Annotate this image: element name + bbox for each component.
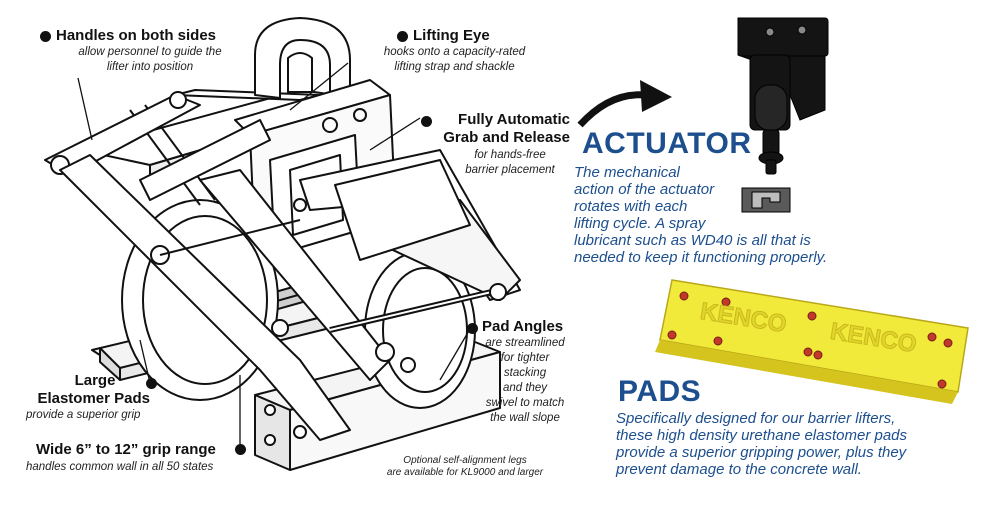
arm-left xyxy=(59,154,351,441)
handles-title: Handles on both sides xyxy=(56,27,217,44)
pad-angles-desc: are streamlined for tighter stacking and… xyxy=(470,336,580,426)
pads-line: prevent damage to the concrete wall. xyxy=(616,461,862,478)
pad-angles-title: Pad Angles xyxy=(482,318,564,335)
actuator-heading: ACTUATOR xyxy=(582,127,752,160)
pads-line: Specifically designed for our barrier li… xyxy=(616,410,896,427)
handles-desc-line1: allow personnel to guide the xyxy=(78,46,222,58)
handles-desc-line2: lifter into position xyxy=(106,61,194,73)
bullet-dot xyxy=(397,31,408,42)
actuator-line: The mechanical xyxy=(574,164,680,181)
handles-desc: allow personnel to guide the lifter into… xyxy=(50,45,250,75)
actuator-description: The mechanical action of the actuator ro… xyxy=(574,164,827,266)
grab-title-line1: Fully Automatic xyxy=(458,111,570,128)
grip-range-desc: handles common wall in all 50 states xyxy=(26,461,214,473)
grip-range-title: Wide 6” to 12” grip range xyxy=(36,441,216,458)
bullet-dot xyxy=(146,378,157,389)
pad-angles-line: swivel to match xyxy=(485,397,565,409)
optional-legs-note: Optional self-alignment legs are availab… xyxy=(360,455,570,479)
grab-desc: for hands-free barrier placement xyxy=(440,148,580,178)
actuator-line: lubricant such as WD40 is all that is xyxy=(574,232,811,249)
bullet-dot xyxy=(40,31,51,42)
actuator-line: rotates with each xyxy=(574,198,688,215)
yoke-plate xyxy=(334,159,471,261)
actuator-line: lifting cycle. A spray xyxy=(574,215,706,232)
lifting-eye-title: Lifting Eye xyxy=(413,27,490,44)
pad-angles-line: for tighter xyxy=(500,352,550,364)
pads-line: these high density urethane elastomer pa… xyxy=(616,427,908,444)
pad-angles-line: and they xyxy=(502,382,548,394)
large-pads-title: Large Elastomer Pads xyxy=(20,372,150,408)
pads-heading: PADS xyxy=(618,375,702,408)
lifting-eye-desc-line1: hooks onto a capacity-rated xyxy=(383,46,526,58)
large-pads-desc: provide a superior grip xyxy=(26,409,141,421)
pads-line: provide a superior gripping power, plus … xyxy=(616,444,907,461)
lifting-eye xyxy=(254,17,351,111)
actuator-line: needed to keep it functioning properly. xyxy=(574,249,828,266)
pad-angles-line: stacking xyxy=(503,367,547,379)
large-pads-title-line1: Large xyxy=(74,372,116,389)
pad-angles-line: the wall slope xyxy=(490,412,560,424)
actuator-line: action of the actuator xyxy=(574,181,715,198)
bullet-dot xyxy=(467,323,478,334)
grab-title-line2: Grab and Release xyxy=(443,129,570,146)
optional-legs-line1: Optional self-alignment legs xyxy=(403,455,527,466)
large-pads-title-line2: Elastomer Pads xyxy=(37,390,150,407)
grab-desc-line2: barrier placement xyxy=(465,164,555,176)
lifting-eye-desc-line2: lifting strap and shackle xyxy=(394,61,515,73)
bullet-dot xyxy=(235,444,246,455)
grab-title: Fully Automatic Grab and Release xyxy=(400,111,570,147)
pad-angles-line: are streamlined xyxy=(485,337,565,349)
pads-description: Specifically designed for our barrier li… xyxy=(616,410,907,478)
bullet-dot xyxy=(421,116,432,127)
lifting-eye-desc: hooks onto a capacity-rated lifting stra… xyxy=(367,45,542,75)
grab-desc-line1: for hands-free xyxy=(474,149,546,161)
optional-legs-line2: are available for KL9000 and larger xyxy=(386,467,544,478)
